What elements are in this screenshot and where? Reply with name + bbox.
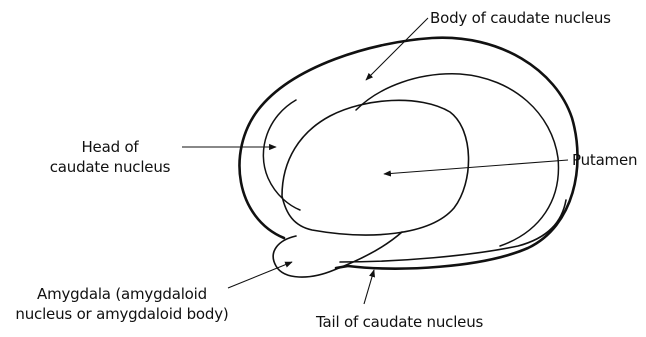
- caudate-inner-band: [356, 74, 558, 246]
- tail-caudate-pointer: [364, 270, 374, 304]
- putamen-pointer: [384, 160, 568, 174]
- putamen-outline: [282, 100, 469, 235]
- label-head-of-caudate: Head of caudate nucleus: [40, 137, 180, 177]
- label-putamen: Putamen: [572, 150, 637, 170]
- caudate-nucleus-outline: [239, 38, 577, 269]
- label-body-of-caudate: Body of caudate nucleus: [430, 8, 611, 28]
- label-tail-of-caudate: Tail of caudate nucleus: [316, 312, 483, 332]
- amygdala-outline: [273, 232, 402, 277]
- label-amygdala: Amygdala (amygdaloid nucleus or amygdalo…: [4, 284, 240, 324]
- body-caudate-pointer: [366, 18, 428, 80]
